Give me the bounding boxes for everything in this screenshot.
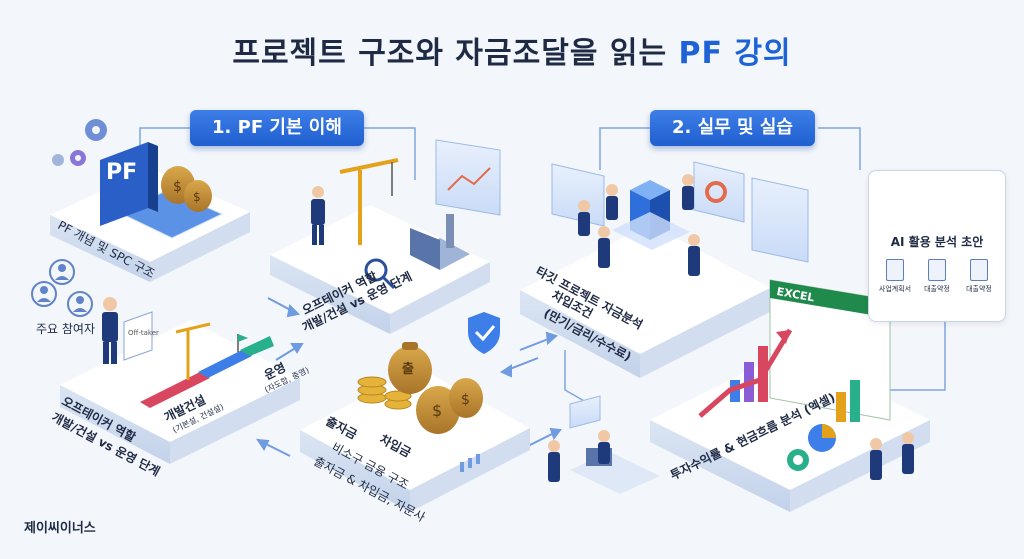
team-figures bbox=[578, 174, 700, 276]
pf-icon-label: PF bbox=[106, 160, 138, 185]
title-accent: PF 강의 bbox=[678, 36, 792, 71]
section-badge-basics: 1. PF 기본 이해 bbox=[190, 110, 364, 146]
doc-loan-agreement-2: 대출약정 bbox=[959, 259, 999, 294]
flag-icon bbox=[237, 334, 248, 352]
participants-label: 주요 참여자 bbox=[36, 322, 96, 336]
platform-target bbox=[520, 224, 770, 378]
crane-icon bbox=[175, 322, 211, 380]
dashboard-screen-icon bbox=[435, 139, 501, 216]
analyst-figures bbox=[870, 432, 914, 480]
search-magnifier-icon bbox=[364, 258, 396, 290]
businessman-figure bbox=[102, 297, 118, 364]
people-icon bbox=[31, 259, 93, 317]
money-bag-icon: $ $ bbox=[161, 166, 212, 212]
building-model-icon bbox=[612, 180, 690, 250]
svg-text:$: $ bbox=[193, 190, 201, 204]
document-icon bbox=[886, 259, 904, 281]
section-badge-practice: 2. 실무 및 실습 bbox=[650, 110, 815, 146]
document-icon bbox=[970, 259, 988, 281]
ai-card-title: AI 활용 분석 초안 bbox=[890, 235, 984, 249]
phase-bar bbox=[140, 336, 274, 408]
svg-text:$: $ bbox=[432, 401, 442, 420]
svg-text:$: $ bbox=[173, 179, 182, 195]
doc-business-plan: 사업계획서 bbox=[875, 259, 915, 294]
title-text: 프로젝트 구조와 자금조달을 읽는 bbox=[232, 36, 679, 71]
factory-icon bbox=[410, 214, 470, 270]
flow-arrows bbox=[255, 297, 562, 457]
svg-text:$: $ bbox=[461, 392, 470, 408]
doc-label: 대출약정 bbox=[924, 285, 950, 293]
coin-stack-icon bbox=[357, 376, 412, 410]
platform-offtaker-top bbox=[270, 205, 490, 334]
chart-screen-icon bbox=[551, 161, 809, 263]
desk-scene bbox=[548, 395, 660, 494]
document-icon bbox=[928, 259, 946, 281]
ai-draft-card: AI 활용 분석 초안 사업계획서 대출약정 대출약정 bbox=[868, 170, 1006, 322]
offtaker-sign bbox=[123, 311, 153, 361]
businessman-figure bbox=[311, 186, 325, 245]
brand-logo-text: 제이씨이너스 bbox=[24, 521, 96, 536]
pf-book-icon bbox=[100, 142, 158, 226]
doc-label: 사업계획서 bbox=[878, 285, 912, 293]
money-bag-icon: $ $ bbox=[388, 342, 483, 434]
shield-check-icon bbox=[468, 312, 500, 354]
offtaker-sign-label: Off-taker bbox=[128, 329, 159, 337]
gear-icon bbox=[52, 119, 107, 166]
doc-label: 대출약정 bbox=[966, 285, 992, 293]
doc-loan-agreement: 대출약정 bbox=[917, 259, 957, 294]
page-title: 프로젝트 구조와 자금조달을 읽는 PF 강의 bbox=[0, 28, 1024, 72]
platform-participants bbox=[60, 320, 300, 464]
pie-chart-icon bbox=[787, 424, 836, 471]
crane-icon bbox=[339, 158, 399, 245]
bar-chart-icon bbox=[698, 328, 860, 422]
money-bag-char: 출 bbox=[402, 362, 414, 377]
